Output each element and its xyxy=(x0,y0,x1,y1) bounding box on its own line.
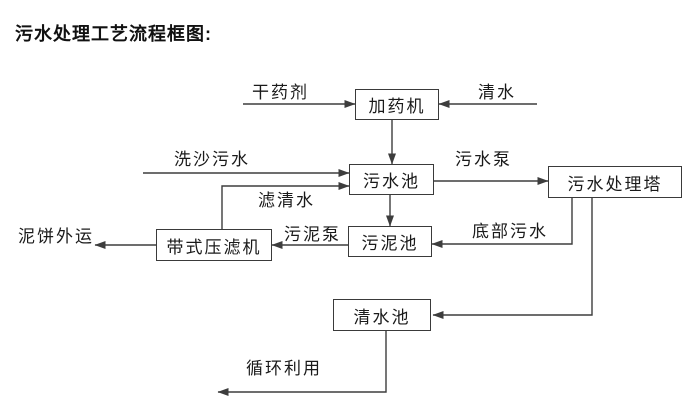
edge-tower-bottom-to-sludge-pool xyxy=(431,198,573,248)
edge-clean-water-pool-to-recycle xyxy=(217,331,387,396)
label-mud-cake-out: 泥饼外运 xyxy=(18,227,94,246)
label-bottom-sewage: 底部污水 xyxy=(472,222,548,241)
node-sewage-treatment-tower: 污水处理塔 xyxy=(548,166,682,198)
label-sewage-pump: 污水泵 xyxy=(455,150,512,169)
label-clean-water: 清水 xyxy=(478,83,516,102)
label-sludge-pump: 污泥泵 xyxy=(284,225,341,244)
node-dosing-machine: 加药机 xyxy=(355,89,439,120)
label-filtered-clean-water: 滤清水 xyxy=(258,191,315,210)
edge-tower-to-clean-water-pool xyxy=(432,198,593,319)
node-sludge-pool: 污泥池 xyxy=(348,226,432,257)
node-belt-filter-press: 带式压滤机 xyxy=(156,229,272,261)
node-clean-water-pool: 清水池 xyxy=(333,299,431,331)
label-recycle-use: 循环利用 xyxy=(246,359,322,378)
edge-filtered-water-into-sewage-pool xyxy=(221,182,350,229)
node-sewage-pool: 污水池 xyxy=(349,164,434,195)
page-title: 污水处理工艺流程框图: xyxy=(15,24,212,44)
label-dry-agent: 干药剂 xyxy=(252,83,309,102)
label-sand-wash-sewage: 洗沙污水 xyxy=(174,150,250,169)
edge-group xyxy=(94,100,593,396)
